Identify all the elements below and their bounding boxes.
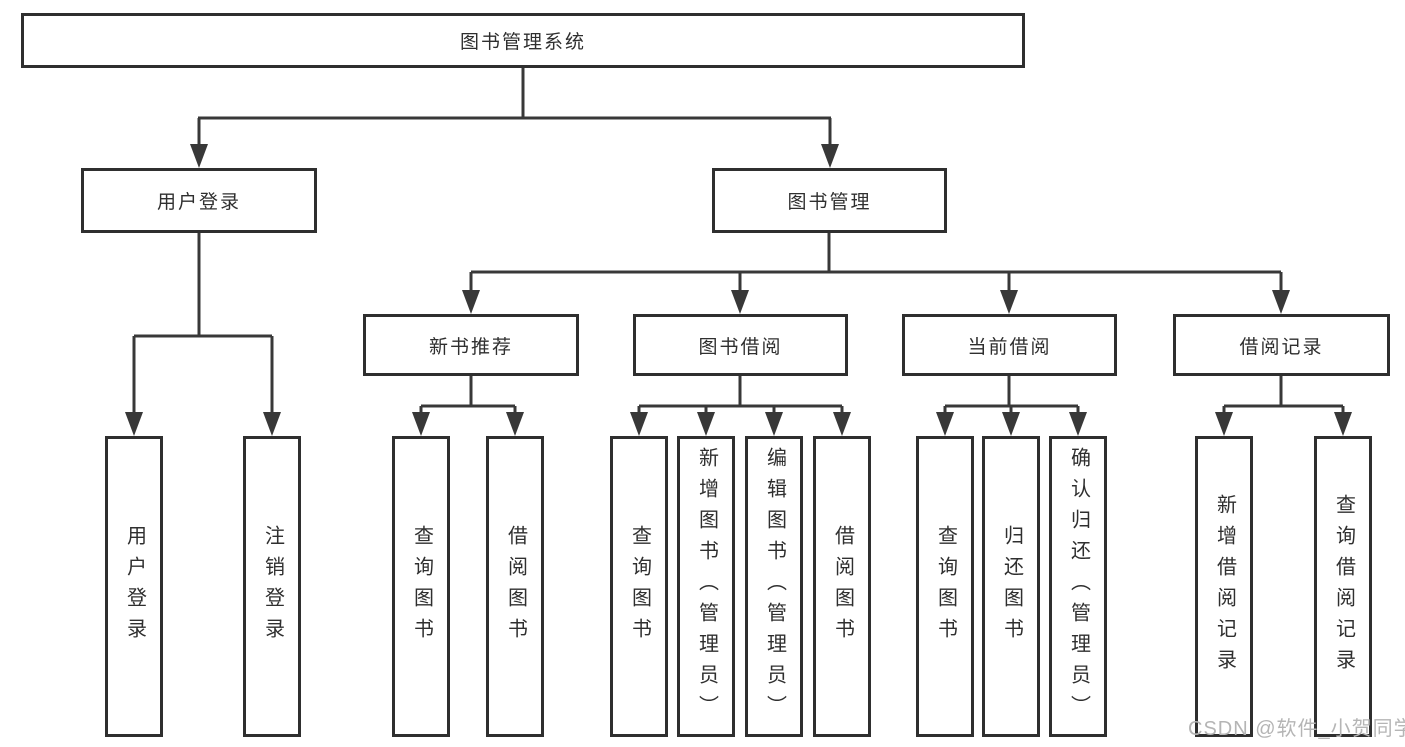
node-user-login: 用户登录 xyxy=(81,168,317,233)
leaf-query-books-recommend-label: 查询图书 xyxy=(410,524,433,649)
node-new-book-recommendation: 新书推荐 xyxy=(363,314,579,376)
leaf-borrow-books-borrowing: 借阅图书 xyxy=(813,436,871,737)
node-book-management: 图书管理 xyxy=(712,168,947,233)
leaf-user-login-label: 用户登录 xyxy=(123,524,146,649)
node-current-borrowing: 当前借阅 xyxy=(902,314,1117,376)
leaf-return-book: 归还图书 xyxy=(982,436,1040,737)
leaf-query-books-borrowing: 查询图书 xyxy=(610,436,668,737)
connector-book-management-children xyxy=(462,233,1290,314)
leaf-edit-book-admin: 编辑图书（管理员） xyxy=(745,436,803,737)
connector-root-to-level2 xyxy=(190,68,839,168)
leaf-edit-book-admin-label: 编辑图书（管理员） xyxy=(763,447,786,726)
leaf-return-book-label: 归还图书 xyxy=(1000,524,1023,649)
leaf-confirm-return-admin-label: 确认归还（管理员） xyxy=(1067,447,1090,726)
connector-user-login-children xyxy=(125,233,281,436)
connector-book-borrowing-children xyxy=(630,376,851,436)
leaf-add-book-admin: 新增图书（管理员） xyxy=(677,436,735,737)
leaf-confirm-return-admin: 确认归还（管理员） xyxy=(1049,436,1107,737)
leaf-query-books-current-label: 查询图书 xyxy=(934,524,957,649)
connector-borrowing-records-children xyxy=(1215,376,1352,436)
node-borrowing-records: 借阅记录 xyxy=(1173,314,1390,376)
leaf-add-book-admin-label: 新增图书（管理员） xyxy=(695,447,718,726)
leaf-logout-login: 注销登录 xyxy=(243,436,301,737)
connector-current-borrowing-children xyxy=(936,376,1087,436)
connector-new-book-recommendation-children xyxy=(412,376,524,436)
node-book-borrowing: 图书借阅 xyxy=(633,314,848,376)
leaf-borrow-books-recommend: 借阅图书 xyxy=(486,436,544,737)
leaf-logout-login-label: 注销登录 xyxy=(261,524,284,649)
watermark: CSDN @软件_小贺同学 xyxy=(1188,718,1405,740)
leaf-borrow-books-borrowing-label: 借阅图书 xyxy=(831,524,854,649)
leaf-query-books-current: 查询图书 xyxy=(916,436,974,737)
leaf-add-borrow-record-label: 新增借阅记录 xyxy=(1213,493,1236,680)
leaf-query-borrow-record: 查询借阅记录 xyxy=(1314,436,1372,737)
leaf-user-login: 用户登录 xyxy=(105,436,163,737)
leaf-query-books-recommend: 查询图书 xyxy=(392,436,450,737)
leaf-query-books-borrowing-label: 查询图书 xyxy=(628,524,651,649)
leaf-add-borrow-record: 新增借阅记录 xyxy=(1195,436,1253,737)
node-root: 图书管理系统 xyxy=(21,13,1025,68)
leaf-borrow-books-recommend-label: 借阅图书 xyxy=(504,524,527,649)
leaf-query-borrow-record-label: 查询借阅记录 xyxy=(1332,493,1355,680)
